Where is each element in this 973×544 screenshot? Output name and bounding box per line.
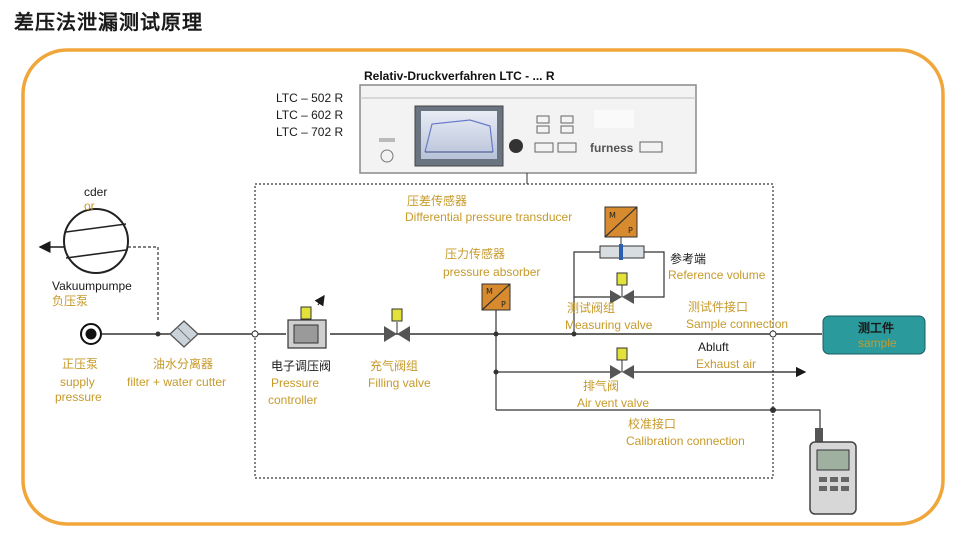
calibration-device-icon: [809, 428, 857, 515]
svg-text:P: P: [628, 226, 633, 235]
pc-en1: Pressure: [271, 376, 319, 390]
mv-en: Measuring valve: [565, 318, 653, 332]
pump-suction-line: [128, 246, 159, 322]
sc-zh: 测试件接口: [688, 299, 748, 314]
filter-zh: 油水分离器: [153, 356, 213, 371]
vacuum-pump: [63, 208, 129, 274]
cal-zh: 校准接口: [628, 416, 676, 431]
cal-en: Calibration connection: [626, 434, 745, 448]
sample-zh: 测工件: [858, 320, 894, 335]
supply-en2: pressure: [55, 390, 102, 404]
filter-icon: [169, 320, 199, 348]
device-brand: furness: [590, 141, 634, 155]
sample-box: 测工件 sample: [822, 315, 926, 355]
sample-en: sample: [858, 336, 897, 350]
fill-zh: 充气阀组: [370, 358, 418, 373]
pressure-sensor-icon: M P: [481, 283, 511, 311]
svg-text:P: P: [501, 300, 506, 309]
abluft: Abluft: [698, 340, 729, 354]
device-header: Relativ-Druckverfahren LTC - ... R: [364, 69, 555, 83]
dp-zh: 压差传感器: [407, 193, 467, 208]
model-602: LTC – 602 R: [276, 108, 343, 122]
pa-zh: 压力传感器: [445, 246, 505, 261]
outer-frame: [21, 48, 945, 526]
model-702: LTC – 702 R: [276, 125, 343, 139]
supply-en1: supply: [60, 375, 95, 389]
device-knob: [509, 139, 523, 153]
model-502: LTC – 502 R: [276, 91, 343, 105]
ltc-device: furness: [359, 84, 697, 174]
supply-zh: 正压泵: [62, 357, 98, 371]
pc-zh: 电子调压阀: [271, 359, 331, 373]
ref-zh: 参考端: [670, 251, 706, 266]
av-en: Air vent valve: [577, 396, 649, 410]
svg-text:M: M: [609, 211, 616, 220]
reference-volume-icon: [599, 244, 645, 260]
pump-label-b: or: [84, 199, 95, 213]
pa-en: pressure absorber: [443, 265, 540, 279]
pump-label-c: Vakuumpumpe: [52, 279, 132, 293]
filling-valve-icon: [384, 308, 410, 342]
fill-en: Filling valve: [368, 376, 431, 390]
pressure-controller-icon: [287, 294, 327, 349]
dp-en: Differential pressure transducer: [405, 210, 572, 224]
mv-zh: 测试阀组: [567, 300, 615, 315]
svg-text:M: M: [486, 287, 493, 296]
pc-en2: controller: [268, 393, 317, 407]
sc-en: Sample connection: [686, 317, 788, 331]
av-zh: 排气阀: [583, 378, 619, 393]
filter-en: filter + water cutter: [127, 375, 226, 389]
measuring-valve-icon: [610, 272, 634, 304]
diff-pressure-sensor-icon: M P: [604, 206, 638, 238]
exhaust-en: Exhaust air: [696, 357, 756, 371]
air-vent-valve-icon: [610, 347, 634, 379]
pump-label-zh: 负压泵: [52, 294, 88, 308]
page-title: 差压法泄漏测试原理: [14, 10, 203, 34]
ref-en: Reference volume: [668, 268, 766, 282]
pump-label-a: cder: [84, 185, 107, 199]
